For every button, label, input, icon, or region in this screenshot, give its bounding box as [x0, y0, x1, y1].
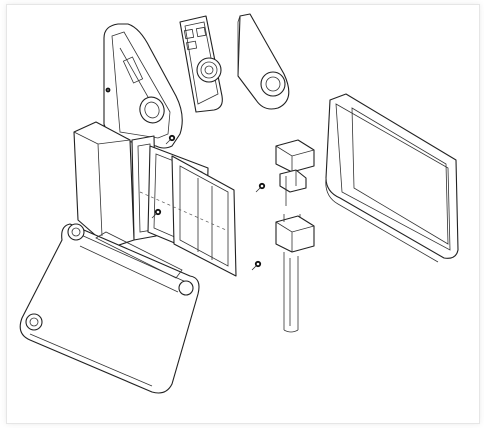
flip-cover-body — [19, 121, 200, 394]
lens-cover-plate — [179, 15, 223, 113]
lcd-display-panel — [325, 93, 459, 263]
camera-body-frame — [103, 23, 183, 149]
circuit-boards — [131, 135, 237, 277]
hinge-connectors — [275, 139, 315, 333]
back-cover-plate — [237, 13, 290, 110]
screw — [151, 134, 266, 271]
